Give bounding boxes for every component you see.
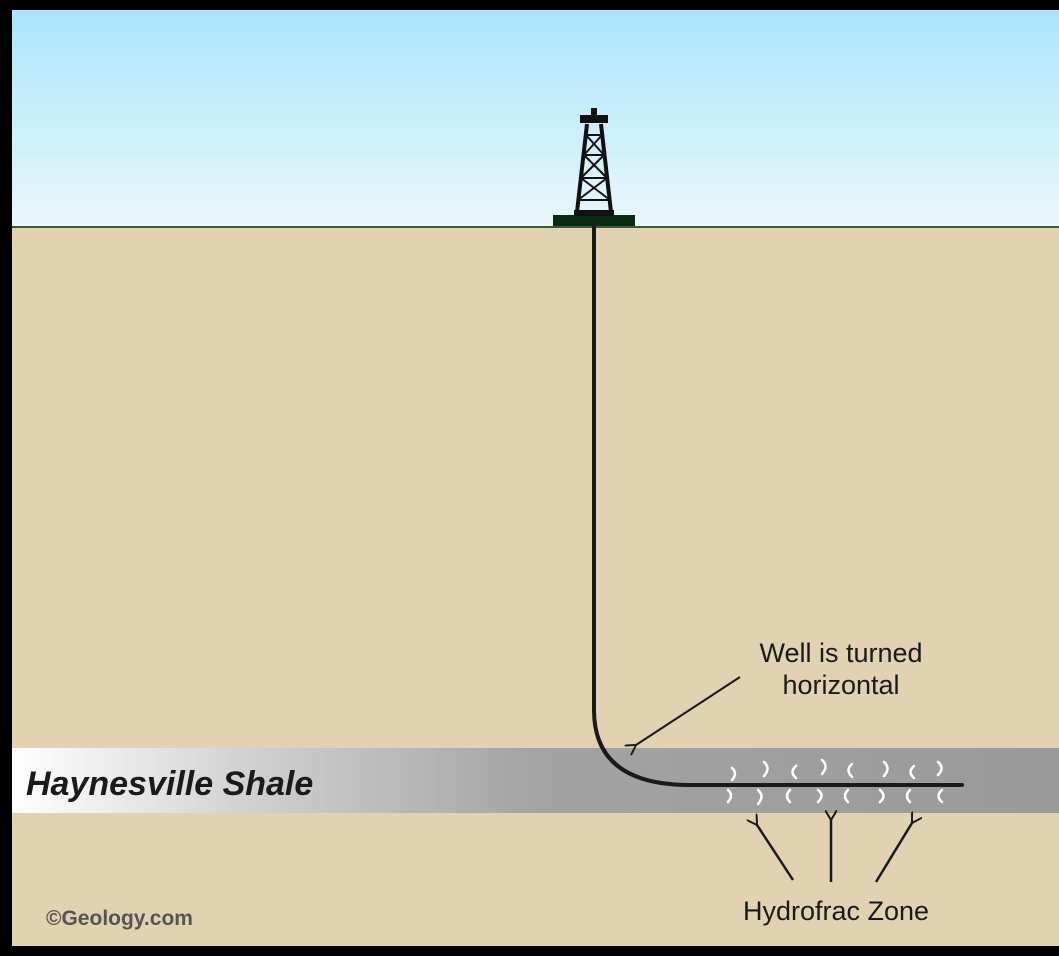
fracture-marks — [726, 758, 944, 806]
arrow-hydrofrac-right — [874, 823, 912, 883]
drilling-rig-icon — [553, 108, 635, 226]
copyright-label: ©Geology.com — [46, 907, 193, 930]
well-bore — [592, 224, 964, 787]
hydrofrac-label: Hydrofrac Zone — [743, 896, 929, 926]
ground — [12, 227, 1059, 946]
well-turn-label-line1: Well is turned — [759, 638, 922, 668]
shale-label: Haynesville Shale — [26, 765, 313, 803]
shale-layer — [12, 748, 1059, 813]
well-turn-label-line2: horizontal — [782, 670, 899, 700]
arrow-hydrofrac-left — [757, 825, 795, 881]
sky — [12, 10, 1059, 227]
arrow-well-turn — [636, 676, 741, 745]
